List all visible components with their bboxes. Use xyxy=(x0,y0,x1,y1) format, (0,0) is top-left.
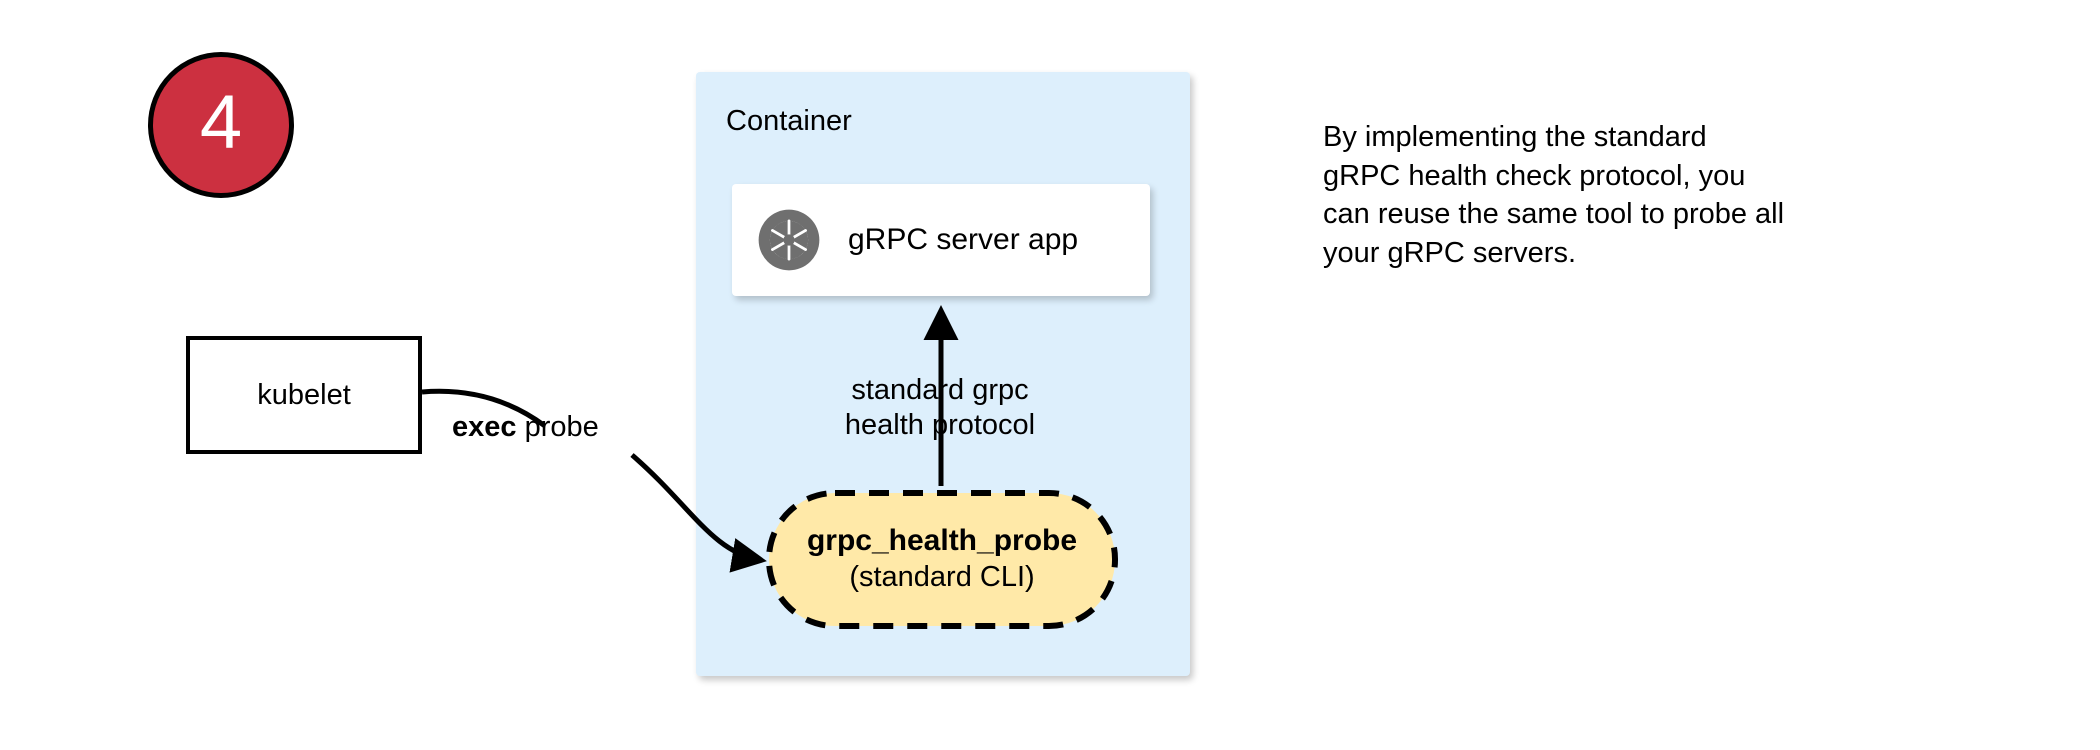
step-number-label: 4 xyxy=(199,80,243,165)
probe-subtitle: (standard CLI) xyxy=(849,561,1035,594)
side-note-line2: gRPC health check protocol, you xyxy=(1323,159,1746,192)
probe-title: grpc_health_probe xyxy=(806,524,1078,558)
grpc-server-app-node: gRPC server app xyxy=(732,184,1150,296)
kubelet-node: kubelet xyxy=(186,336,422,454)
grpc-server-app-label: gRPC server app xyxy=(848,223,1079,256)
kubelet-label: kubelet xyxy=(257,378,351,411)
probe-pill-text: grpc_health_probe (standard CLI) xyxy=(764,488,1120,631)
exec-probe-label: exec probe xyxy=(452,411,599,444)
step-number-badge: 4 xyxy=(148,52,294,198)
protocol-label-line1: standard grpc xyxy=(851,374,1029,406)
container-title: Container xyxy=(726,105,852,137)
grpc-health-probe-node: grpc_health_probe (standard CLI) xyxy=(764,488,1120,631)
exec-probe-rest-word: probe xyxy=(516,411,599,443)
grpc-aperture-icon xyxy=(758,209,820,271)
protocol-label-line2: health protocol xyxy=(844,408,1036,441)
standard-grpc-health-protocol-label: standard grpc health protocol xyxy=(790,373,1090,443)
exec-probe-bold-word: exec xyxy=(452,411,517,443)
side-note-line4: your gRPC servers. xyxy=(1323,236,1577,269)
side-note-line1: By implementing the standard xyxy=(1323,121,1707,153)
probe-pill-shape xyxy=(766,490,1118,629)
side-note-text: By implementing the standard gRPC health… xyxy=(1323,118,1913,272)
side-note-line3: can reuse the same tool to probe all xyxy=(1323,198,1785,231)
